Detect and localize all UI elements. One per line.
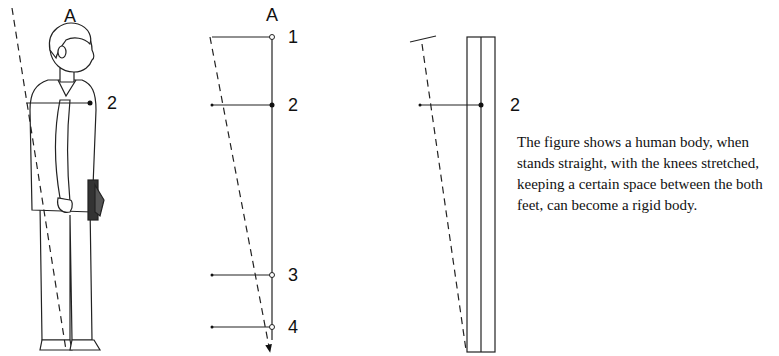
gravity-line [12,8,66,350]
description-note: The figure shows a human body, when stan… [517,132,772,216]
callout-number: 2 [107,94,117,112]
point-dot [270,325,275,330]
point-dot [211,274,214,277]
callout-number: 3 [288,266,298,284]
human-figure [30,23,104,350]
point-dot [479,103,484,108]
callout-number: 2 [288,96,298,114]
level-line [26,102,90,103]
callout-number: 2 [510,96,520,114]
schematic [210,37,272,352]
rigid-column [410,36,495,352]
callout-number: 1 [288,28,298,46]
point-dot [211,326,214,329]
view-label: A [64,7,76,25]
view-label: A [266,6,278,24]
point-dot [270,35,275,40]
point-dot [270,273,275,278]
point-dot [88,101,93,106]
point-dot [211,104,214,107]
point-dot [270,103,275,108]
point-dot [419,104,422,107]
callout-number: 4 [288,318,298,336]
